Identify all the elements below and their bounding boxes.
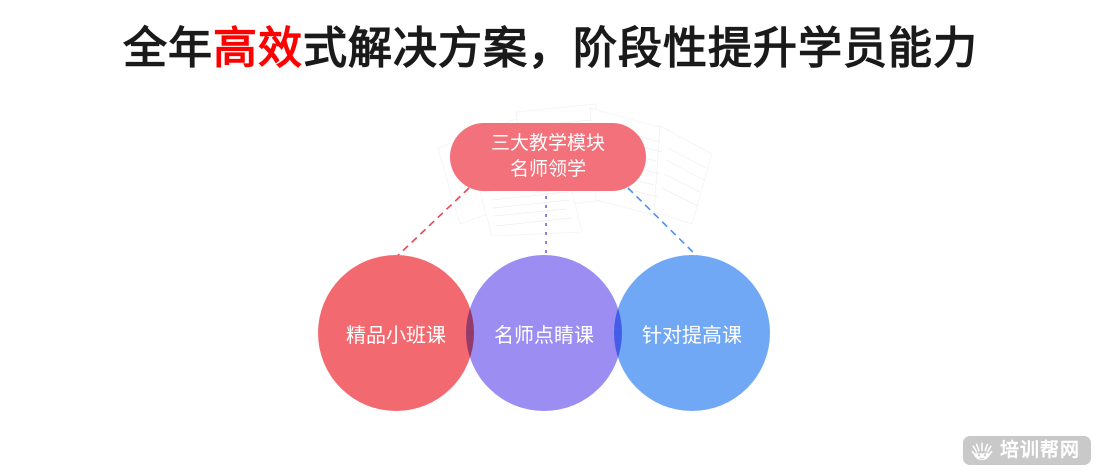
page-title: 全年高效式解决方案，阶段性提升学员能力 [0, 22, 1101, 76]
title-prefix: 全年 [123, 24, 213, 73]
venn-label-3: 针对提高课 [642, 324, 742, 347]
title-suffix: 式解决方案，阶段性提升学员能力 [303, 24, 978, 73]
hub-node[interactable]: 三大教学模块 名师领学 [450, 123, 646, 191]
venn-circle-2[interactable] [466, 255, 622, 411]
hub-line-1: 三大教学模块 [490, 133, 605, 154]
venn-label-2: 名师点睛课 [494, 324, 594, 347]
venn-circle-3[interactable] [614, 255, 770, 411]
watermark-text: 培训帮网 [1000, 440, 1081, 461]
venn-circle-1[interactable] [318, 255, 474, 411]
venn-label-1: 精品小班课 [346, 324, 446, 347]
title-highlight: 高效 [213, 24, 303, 73]
hub-line-2: 名师领学 [509, 159, 586, 180]
watermark-badge: 培训帮网 [963, 436, 1092, 465]
sun-face-icon [971, 441, 993, 460]
